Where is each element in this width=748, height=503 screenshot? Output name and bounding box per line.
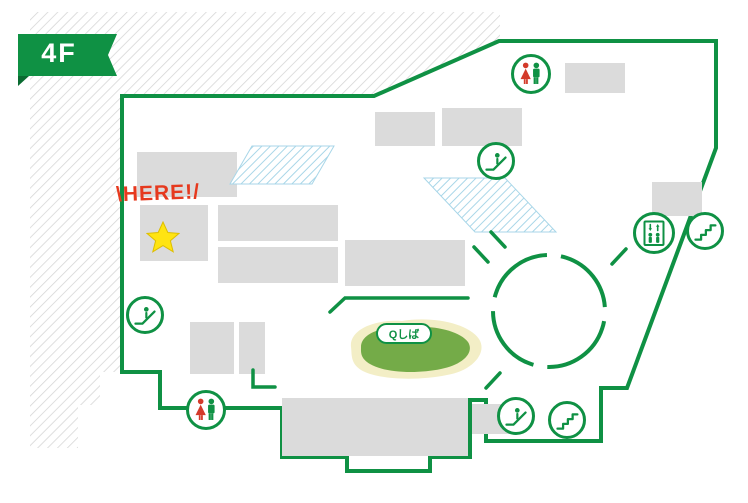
escalator-icon (497, 397, 535, 435)
rotunda (472, 230, 628, 390)
store-block (137, 152, 237, 197)
store-block (375, 112, 435, 146)
restroom-icon (186, 390, 226, 430)
store-block (282, 398, 468, 456)
store-block (565, 63, 625, 93)
interior-walls (251, 296, 470, 389)
escalator-icon (477, 142, 515, 180)
store-block (442, 108, 522, 146)
floor-label: 4F (41, 38, 77, 68)
escalator-void (229, 145, 335, 185)
store-block (652, 182, 702, 216)
escalator-icon (126, 296, 164, 334)
store-block (218, 205, 338, 241)
store-block (218, 247, 338, 283)
elevator-icon (633, 212, 675, 254)
store-block (345, 240, 465, 286)
stairs-icon (548, 401, 586, 439)
stairs-icon (686, 212, 724, 250)
restroom-icon (511, 54, 551, 94)
lawn-label: Qしば (376, 323, 432, 344)
floor-banner-ribbon (18, 34, 117, 86)
escalator-void (422, 177, 558, 233)
store-block (239, 322, 265, 374)
here-star-icon (145, 220, 181, 253)
here-label: \HERE!/ (115, 180, 201, 207)
store-blocks (137, 63, 702, 456)
escalator-voids (229, 145, 558, 233)
store-block (190, 322, 234, 374)
floor-banner (14, 26, 136, 92)
